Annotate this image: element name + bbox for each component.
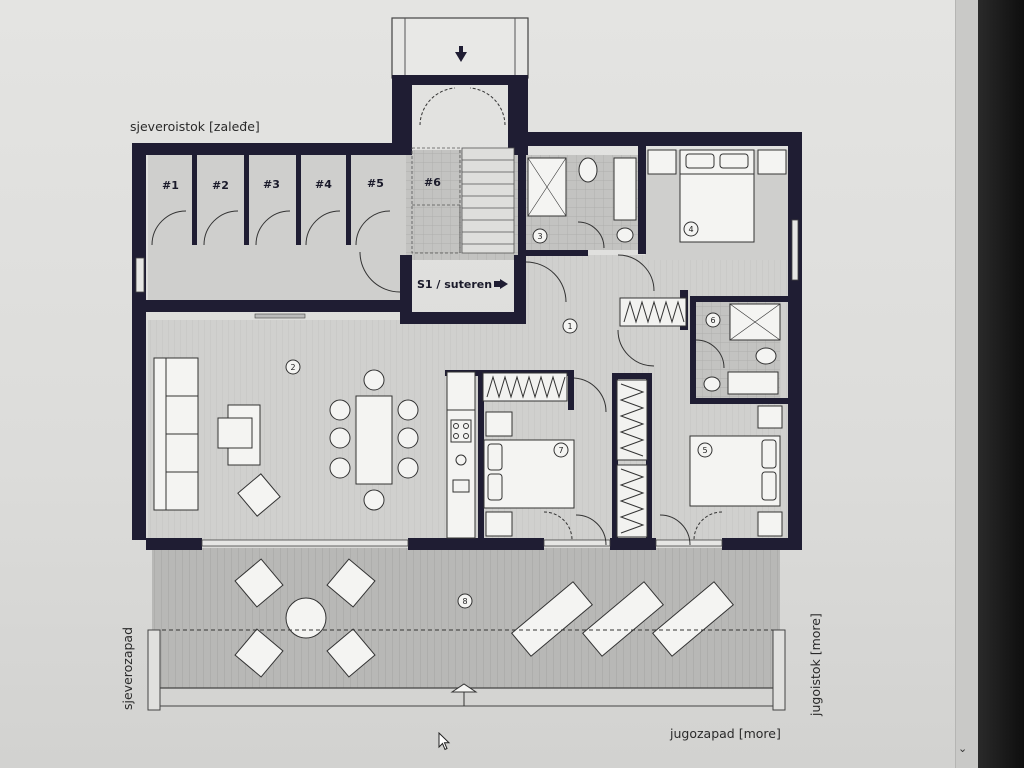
direction-northwest-label: sjeverozapad: [120, 627, 135, 710]
bathroom-3-fixtures: [527, 157, 637, 243]
storage-unit-label: #5: [367, 177, 384, 190]
storage-doors: [151, 87, 725, 546]
arrow-right-icon: [500, 279, 508, 289]
room-marker: 1: [562, 318, 578, 334]
room-marker: 5: [697, 442, 713, 458]
terrace-furniture: [234, 558, 734, 678]
storage-area: [148, 155, 406, 303]
bedroom-4-furniture: [647, 149, 787, 243]
wardrobes: [482, 297, 687, 538]
storage-unit-label: #1: [162, 179, 179, 192]
svg-text:6: 6: [711, 316, 716, 325]
stair-label: S1 / suteren: [417, 278, 492, 291]
room-marker: 2: [285, 359, 301, 375]
kitchen-counter: [446, 371, 476, 539]
svg-text:3: 3: [538, 232, 543, 241]
svg-text:8: 8: [463, 597, 468, 606]
bathroom-6-fixtures: [703, 303, 781, 395]
staircase: [411, 147, 515, 254]
svg-text:5: 5: [703, 446, 708, 455]
storage-unit-label: #6: [424, 176, 441, 189]
window-living: [201, 539, 409, 547]
storage-unit-label: #4: [315, 178, 332, 191]
svg-text:1: 1: [568, 322, 573, 331]
direction-southeast-label: jugoistok [more]: [808, 613, 823, 717]
scrollbar[interactable]: [955, 0, 978, 768]
storage-unit-label: #2: [212, 179, 229, 192]
room-markers: 1 2 3 4 5 6 7 8: [285, 221, 721, 609]
walls: [132, 75, 802, 550]
svg-text:2: 2: [291, 363, 296, 372]
svg-text:7: 7: [559, 446, 564, 455]
room-marker: 4: [683, 221, 699, 237]
room-marker: 7: [553, 442, 569, 458]
storage-unit-label: #3: [263, 178, 280, 191]
entrance-arrow-icon: [455, 52, 467, 62]
monitor-bezel: [978, 0, 1024, 768]
room-marker: 3: [532, 228, 548, 244]
room-marker: 8: [457, 593, 473, 609]
svg-text:4: 4: [689, 225, 694, 234]
scroll-down-arrow-icon[interactable]: ⌄: [958, 742, 968, 755]
direction-northeast-label: sjeveroistok [zaleđe]: [130, 119, 260, 134]
direction-southwest-label: jugozapad [more]: [669, 726, 781, 741]
living-furniture: [153, 357, 419, 517]
mouse-cursor-icon: [438, 732, 451, 751]
room-marker: 6: [705, 312, 721, 328]
floor-plan: sjeveroistok [zaleđe] jugozapad [more] s…: [120, 17, 823, 741]
